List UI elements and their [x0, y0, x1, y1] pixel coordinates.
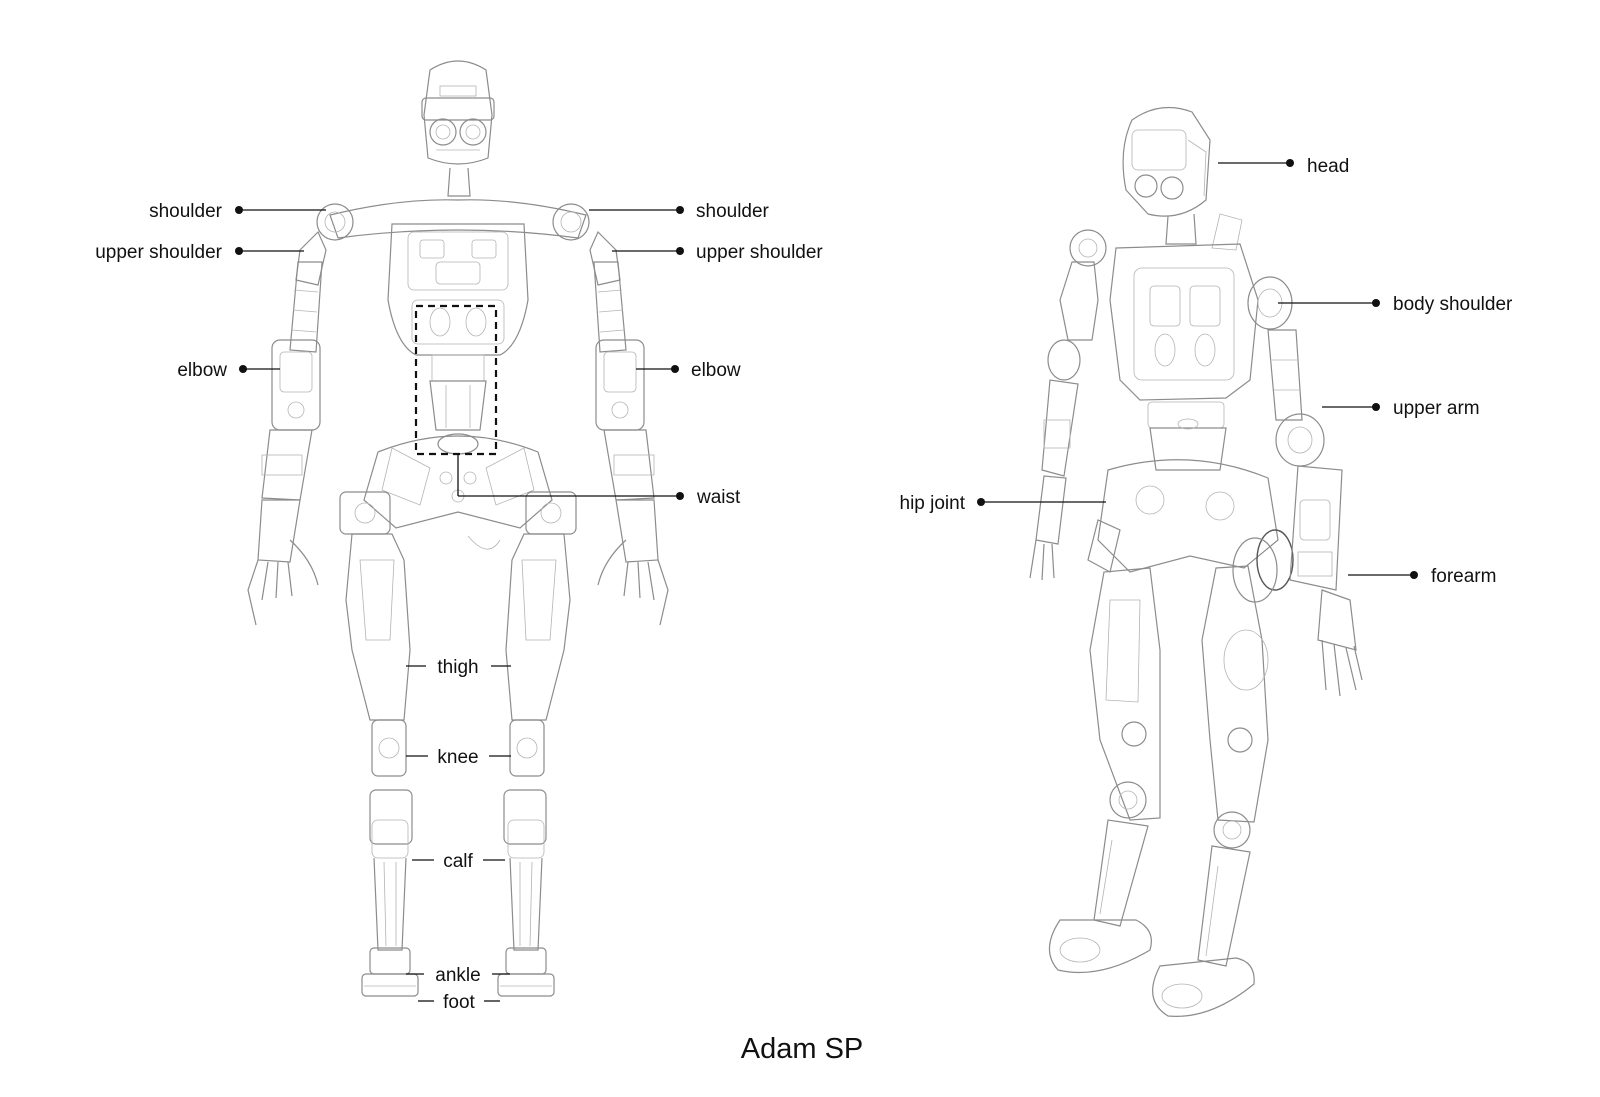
front-view-labels: shoulder shoulder upper shoulder upper s… [95, 201, 823, 1013]
label-upper-shoulder-right: upper shoulder [696, 242, 823, 263]
label-hip-joint: hip joint [900, 493, 966, 514]
label-calf: calf [443, 851, 473, 872]
label-upper-shoulder-left: upper shoulder [95, 242, 222, 263]
waist-highlight-box [414, 304, 498, 456]
label-elbow-right: elbow [691, 360, 741, 381]
side-view-labels: head body shoulder upper arm hip joint f… [900, 156, 1514, 587]
label-body-shoulder: body shoulder [1393, 294, 1513, 315]
label-shoulder-right: shoulder [696, 201, 770, 222]
front-view-robot [247, 60, 669, 997]
label-ankle: ankle [435, 965, 480, 986]
label-elbow-left: elbow [177, 360, 227, 381]
side-view-robot [1029, 106, 1363, 1017]
label-waist: waist [696, 487, 741, 508]
label-shoulder-left: shoulder [149, 201, 223, 222]
label-knee: knee [437, 747, 478, 768]
label-upper-arm: upper arm [1393, 398, 1480, 419]
diagram-caption: Adam SP [741, 1033, 864, 1065]
label-thigh: thigh [437, 657, 478, 678]
label-head: head [1307, 156, 1349, 177]
label-forearm: forearm [1431, 566, 1496, 587]
label-foot: foot [443, 992, 475, 1013]
